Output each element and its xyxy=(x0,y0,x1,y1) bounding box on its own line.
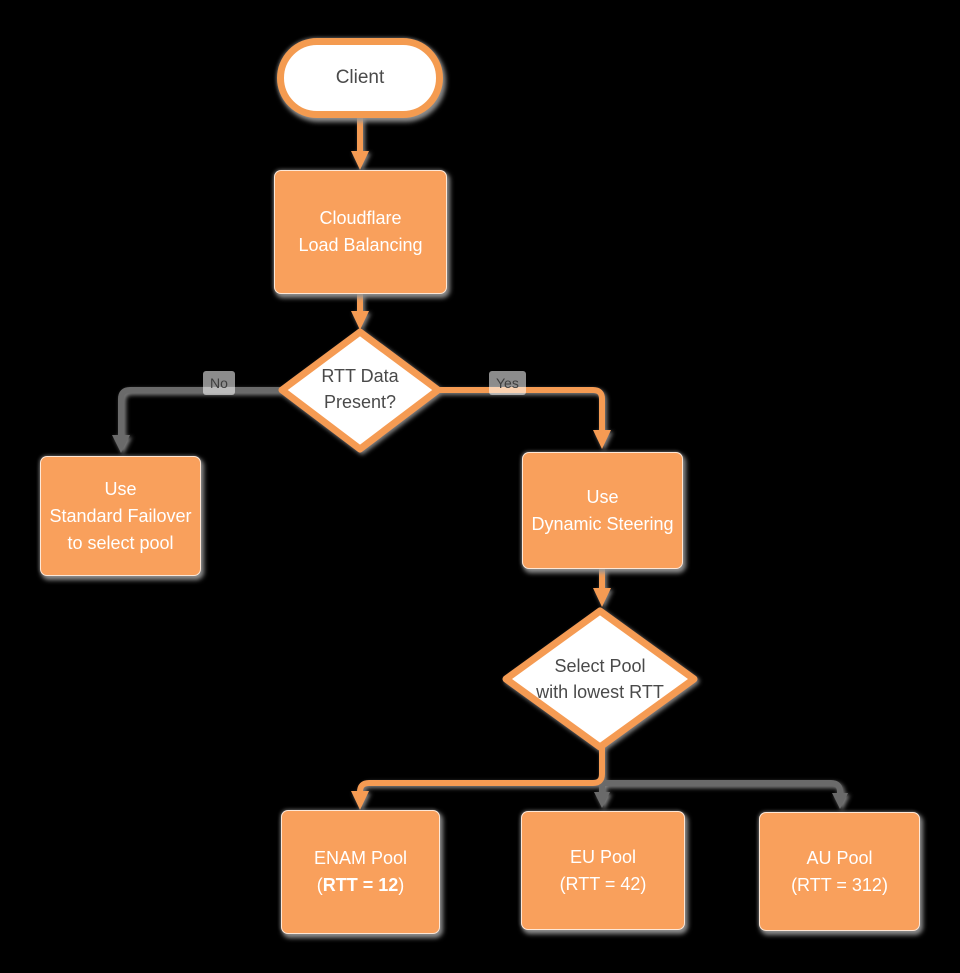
client-node: Client xyxy=(277,38,443,118)
enam-pool-node: ENAM Pool (RTT = 12) xyxy=(281,810,440,934)
edge-enam-arrow-icon xyxy=(351,791,369,810)
enam-rtt-value: RTT = 12 xyxy=(322,875,399,895)
standard-failover-line3: to select pool xyxy=(67,532,174,553)
edge-eu-arrow-icon xyxy=(594,792,610,808)
dynamic-steering-line2: Dynamic Steering xyxy=(531,513,674,534)
rtt-decision-label: RTT Data Present? xyxy=(280,363,440,415)
cloudflare-load-balancing-node: Cloudflare Load Balancing xyxy=(274,170,447,294)
rtt-decision-diamond xyxy=(278,328,442,453)
enam-rtt-open: ( xyxy=(316,875,323,895)
edge-no-line xyxy=(118,387,284,437)
select-pool-line2: with lowest RTT xyxy=(536,682,664,702)
select-pool-label: Select Pool with lowest RTT xyxy=(506,653,694,705)
select-pool-line1: Select Pool xyxy=(554,656,646,676)
edge-au-arrow-icon xyxy=(832,793,848,809)
edge-client-cloudflare-arrow-icon xyxy=(351,151,369,170)
dynamic-steering-line1: Use xyxy=(586,486,619,507)
standard-failover-node: Use Standard Failover to select pool xyxy=(40,456,201,576)
standard-failover-line1: Use xyxy=(104,478,137,499)
edge-label-yes: Yes xyxy=(489,371,526,395)
enam-pool-rtt: (RTT = 12) xyxy=(317,872,405,899)
enam-rtt-close: ) xyxy=(398,875,405,895)
dynamic-steering-node: Use Dynamic Steering xyxy=(522,452,683,569)
edge-yes-arrow-icon xyxy=(593,430,611,449)
client-label: Client xyxy=(335,67,385,88)
rtt-decision-line2: Present? xyxy=(323,392,397,412)
rtt-decision-line1: RTT Data xyxy=(321,366,399,386)
eu-pool-node: EU Pool (RTT = 42) xyxy=(521,811,685,930)
edge-yes-line xyxy=(436,387,605,432)
edge-cloudflare-decision-arrow-icon xyxy=(351,311,369,330)
standard-failover-line2: Standard Failover xyxy=(49,505,192,526)
edge-au-line xyxy=(602,780,843,795)
eu-pool-name: EU Pool xyxy=(569,846,637,867)
edge-steering-select-arrow-icon xyxy=(593,588,611,607)
select-pool-diamond xyxy=(502,607,698,751)
edge-no-arrow-icon xyxy=(112,435,130,453)
au-pool-rtt: (RTT = 312) xyxy=(791,874,888,895)
eu-pool-rtt: (RTT = 42) xyxy=(559,873,647,894)
cloudflare-label-line1: Cloudflare xyxy=(319,208,402,228)
au-pool-node: AU Pool (RTT = 312) xyxy=(759,812,920,931)
cloudflare-label-line2: Load Balancing xyxy=(298,235,423,255)
au-pool-name: AU Pool xyxy=(806,847,873,868)
edge-label-no: No xyxy=(203,371,235,395)
edge-enam-line xyxy=(357,747,605,795)
enam-pool-name: ENAM Pool xyxy=(313,848,408,868)
